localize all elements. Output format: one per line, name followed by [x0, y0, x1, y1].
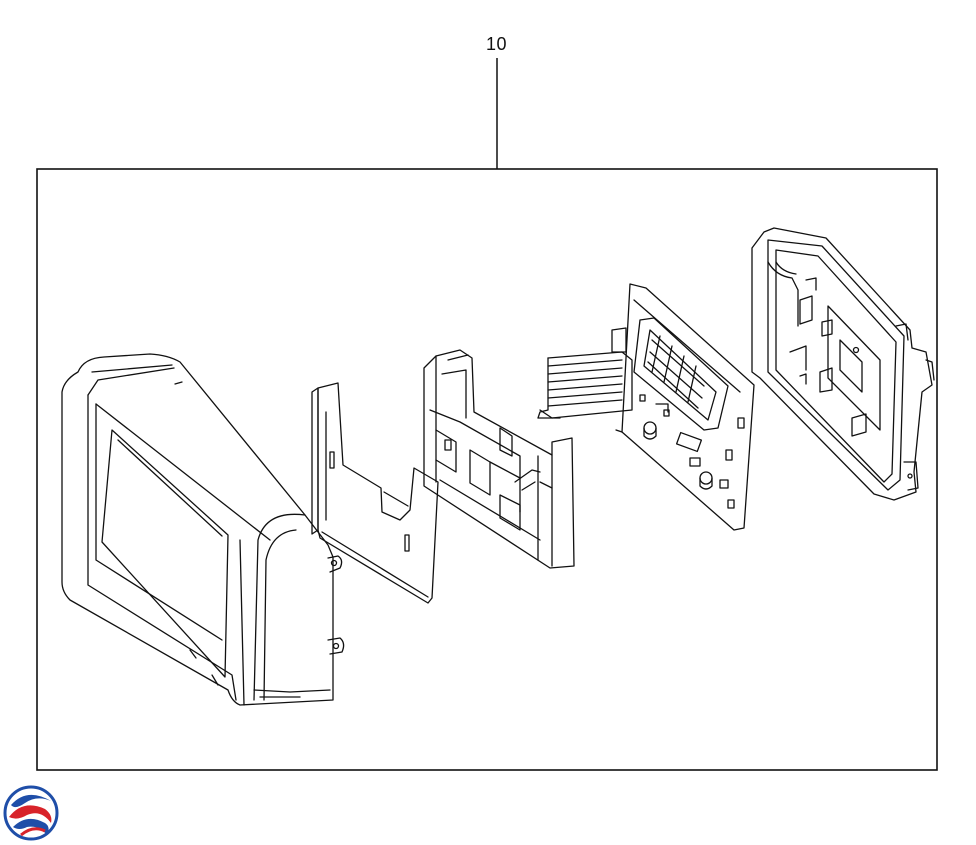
brand-swirl-icon: [3, 785, 59, 841]
control-board: [537, 283, 755, 531]
insulator-sheet: [311, 382, 439, 604]
front-bezel: [61, 353, 345, 706]
bracket-frame: [423, 349, 575, 569]
assembly-frame: [36, 168, 938, 771]
callout-number: 10: [486, 34, 508, 54]
rear-housing: [751, 227, 935, 501]
